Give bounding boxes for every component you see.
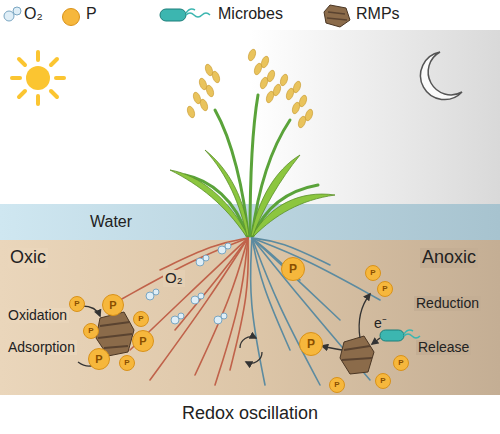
legend-text: O₂ <box>24 5 43 23</box>
phosphorus-particle: P <box>119 355 135 371</box>
phosphorus-particle: P <box>132 330 154 352</box>
roots <box>120 238 380 385</box>
night-sky <box>250 30 500 206</box>
region-label: Reduction <box>414 296 481 311</box>
phosphorus-particle: P <box>133 311 149 327</box>
phosphorus-particle: P <box>281 257 305 281</box>
region-label: Water <box>90 213 132 231</box>
oxygen-bubbles <box>146 243 231 324</box>
oxygen-bubbles-sample <box>4 7 21 21</box>
region-label: Adsorption <box>6 340 77 355</box>
moon <box>421 52 462 100</box>
sun <box>12 52 64 104</box>
phosphorus-particle: P <box>83 323 99 339</box>
phosphorus-particle: P <box>69 296 85 312</box>
region-label: Oxidation <box>6 308 69 323</box>
region-label: Release <box>416 340 471 355</box>
cycle-arrows <box>240 337 262 363</box>
phosphorus-particle: P <box>377 281 393 297</box>
legend-text: RMPs <box>356 5 400 23</box>
region-label: O₂ <box>163 270 185 287</box>
phosphorus-particle: P <box>88 348 110 370</box>
phosphorus-particle: P <box>393 355 409 371</box>
phosphorus-particle: P <box>329 377 345 393</box>
phosphorus-particle: P <box>299 332 323 356</box>
rice-plant <box>170 48 335 236</box>
legend-text: P <box>86 5 97 23</box>
region-label: e⁻ <box>374 316 387 331</box>
legend-swatch <box>62 8 80 26</box>
caption: Redox oscillation <box>182 404 318 424</box>
region-label: Oxic <box>8 248 48 268</box>
rmp-sample <box>324 5 350 27</box>
rmp-particle-anoxic <box>340 336 374 374</box>
phosphorus-particle: P <box>365 265 381 281</box>
phosphorus-particle: P <box>375 373 391 389</box>
microbe-sample <box>160 9 210 21</box>
phosphorus-particle: P <box>102 294 124 316</box>
soil <box>0 240 500 395</box>
microbe <box>380 330 420 341</box>
region-label: Anoxic <box>420 248 478 268</box>
legend-text: Microbes <box>218 5 283 23</box>
